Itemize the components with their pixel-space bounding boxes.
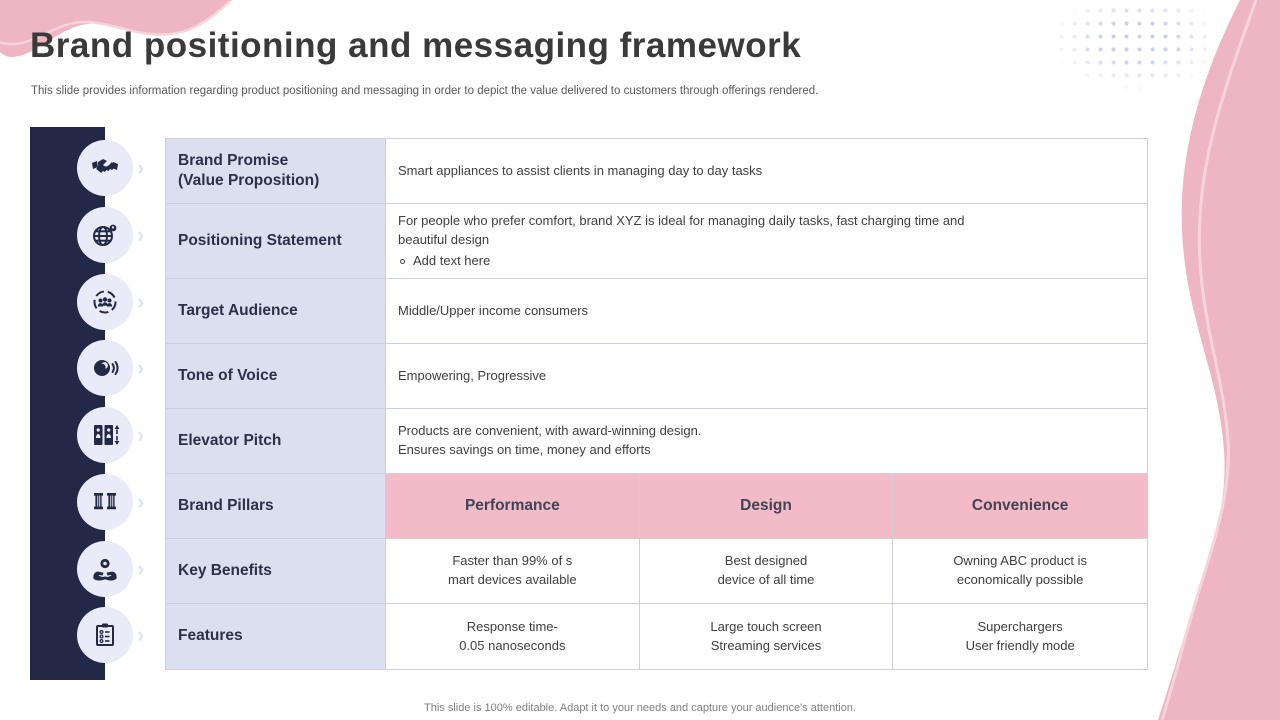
dot-grid-decoration [1042, 4, 1224, 118]
row-label-text: Brand Promise (Value Proposition) [178, 151, 320, 189]
benefit-cell: Best designed device of all time [639, 539, 894, 605]
page-subtitle: This slide provides information regardin… [31, 85, 819, 97]
row-label-text: Target Audience [178, 302, 298, 320]
row-label: Features [166, 604, 386, 669]
benefit-text: Faster than 99% of s mart devices availa… [448, 553, 577, 588]
table-row-brand-pillars: Brand Pillars Performance Design Conveni… [166, 474, 1147, 540]
table-row-brand-promise: Brand Promise (Value Proposition) Smart … [166, 139, 1147, 204]
row-content-text: Smart appliances to assist clients in ma… [398, 162, 763, 178]
handshake-icon [77, 140, 133, 196]
benefit-text: Owning ABC product is economically possi… [953, 553, 1087, 588]
row-content-text: Middle/Upper income consumers [398, 302, 589, 318]
pillar-header-text: Design [740, 497, 792, 515]
row-label-text: Brand Pillars [178, 497, 274, 515]
hands-badge-icon [77, 541, 133, 597]
footer-note: This slide is 100% editable. Adapt it to… [424, 702, 856, 714]
chevron-right-icon: › [137, 489, 145, 514]
pillar-header-convenience: Convenience [893, 474, 1147, 540]
pillars-icon [77, 474, 133, 530]
pillar-header-performance: Performance [386, 474, 640, 540]
row-label: Positioning Statement [166, 203, 386, 280]
table-row-target-audience: Target Audience Middle/Upper income cons… [166, 279, 1147, 345]
row-label-text: Features [178, 627, 243, 645]
chevron-right-icon: › [137, 155, 145, 180]
row-label: Target Audience [166, 279, 386, 345]
chevron-right-icon: › [137, 289, 145, 314]
chevron-right-icon: › [137, 222, 145, 247]
checklist-icon [77, 607, 133, 663]
row-label: Tone of Voice [166, 344, 386, 410]
pillar-header-design: Design [639, 474, 894, 540]
pillar-header-text: Performance [464, 497, 560, 515]
row-content-text: For people who prefer comfort, brand XYZ… [398, 212, 965, 247]
globe-pin-icon [77, 207, 133, 263]
voice-icon [77, 340, 133, 396]
benefit-cell: Owning ABC product is economically possi… [893, 539, 1147, 605]
bullet-marker-icon [400, 258, 405, 264]
table-row-elevator-pitch: Elevator Pitch Products are convenient, … [166, 409, 1147, 475]
feature-text: Response time- 0.05 nanoseconds [459, 618, 566, 653]
add-text-placeholder[interactable]: Add text here [413, 252, 491, 268]
framework-table: Brand Promise (Value Proposition) Smart … [165, 138, 1148, 670]
page-title: Brand positioning and messaging framewor… [30, 26, 802, 65]
feature-cell: Superchargers User friendly mode [893, 604, 1147, 669]
chevron-right-icon: › [137, 556, 145, 581]
row-label-text: Tone of Voice [178, 367, 278, 385]
feature-cell: Response time- 0.05 nanoseconds [386, 604, 640, 669]
elevator-icon [77, 407, 133, 463]
chevron-right-icon: › [137, 422, 145, 447]
table-row-features: Features Response time- 0.05 nanoseconds… [166, 604, 1147, 669]
target-audience-icon [77, 274, 133, 330]
row-label-text: Key Benefits [178, 562, 272, 580]
benefit-text: Best designed device of all time [717, 553, 815, 588]
pillar-header-text: Convenience [971, 497, 1069, 515]
chevron-right-icon: › [137, 622, 145, 647]
row-label: Brand Promise (Value Proposition) [166, 139, 386, 204]
row-label-text: Elevator Pitch [178, 432, 282, 450]
row-label-text: Positioning Statement [178, 232, 342, 250]
row-content: For people who prefer comfort, brand XYZ… [386, 204, 1147, 280]
row-content: Products are convenient, with award-winn… [386, 409, 1147, 475]
feature-cell: Large touch screen Streaming services [640, 604, 894, 669]
feature-text: Large touch screen Streaming services [710, 618, 822, 653]
row-content-text: Empowering, Progressive [398, 367, 547, 383]
table-row-tone-of-voice: Tone of Voice Empowering, Progressive [166, 344, 1147, 410]
row-content: Smart appliances to assist clients in ma… [386, 139, 1147, 204]
bullet-item[interactable]: Add text here [398, 252, 1135, 271]
table-row-positioning-statement: Positioning Statement For people who pre… [166, 203, 1147, 280]
row-content: Middle/Upper income consumers [386, 279, 1147, 345]
feature-text: Superchargers User friendly mode [965, 618, 1075, 653]
row-content: Empowering, Progressive [386, 344, 1147, 410]
row-label: Brand Pillars [166, 474, 386, 540]
row-label: Key Benefits [166, 539, 386, 605]
chevron-right-icon: › [137, 355, 145, 380]
row-label: Elevator Pitch [166, 409, 386, 475]
row-content-text: Products are convenient, with award-winn… [398, 423, 702, 458]
table-row-key-benefits: Key Benefits Faster than 99% of s mart d… [166, 539, 1147, 605]
benefit-cell: Faster than 99% of s mart devices availa… [386, 539, 640, 605]
